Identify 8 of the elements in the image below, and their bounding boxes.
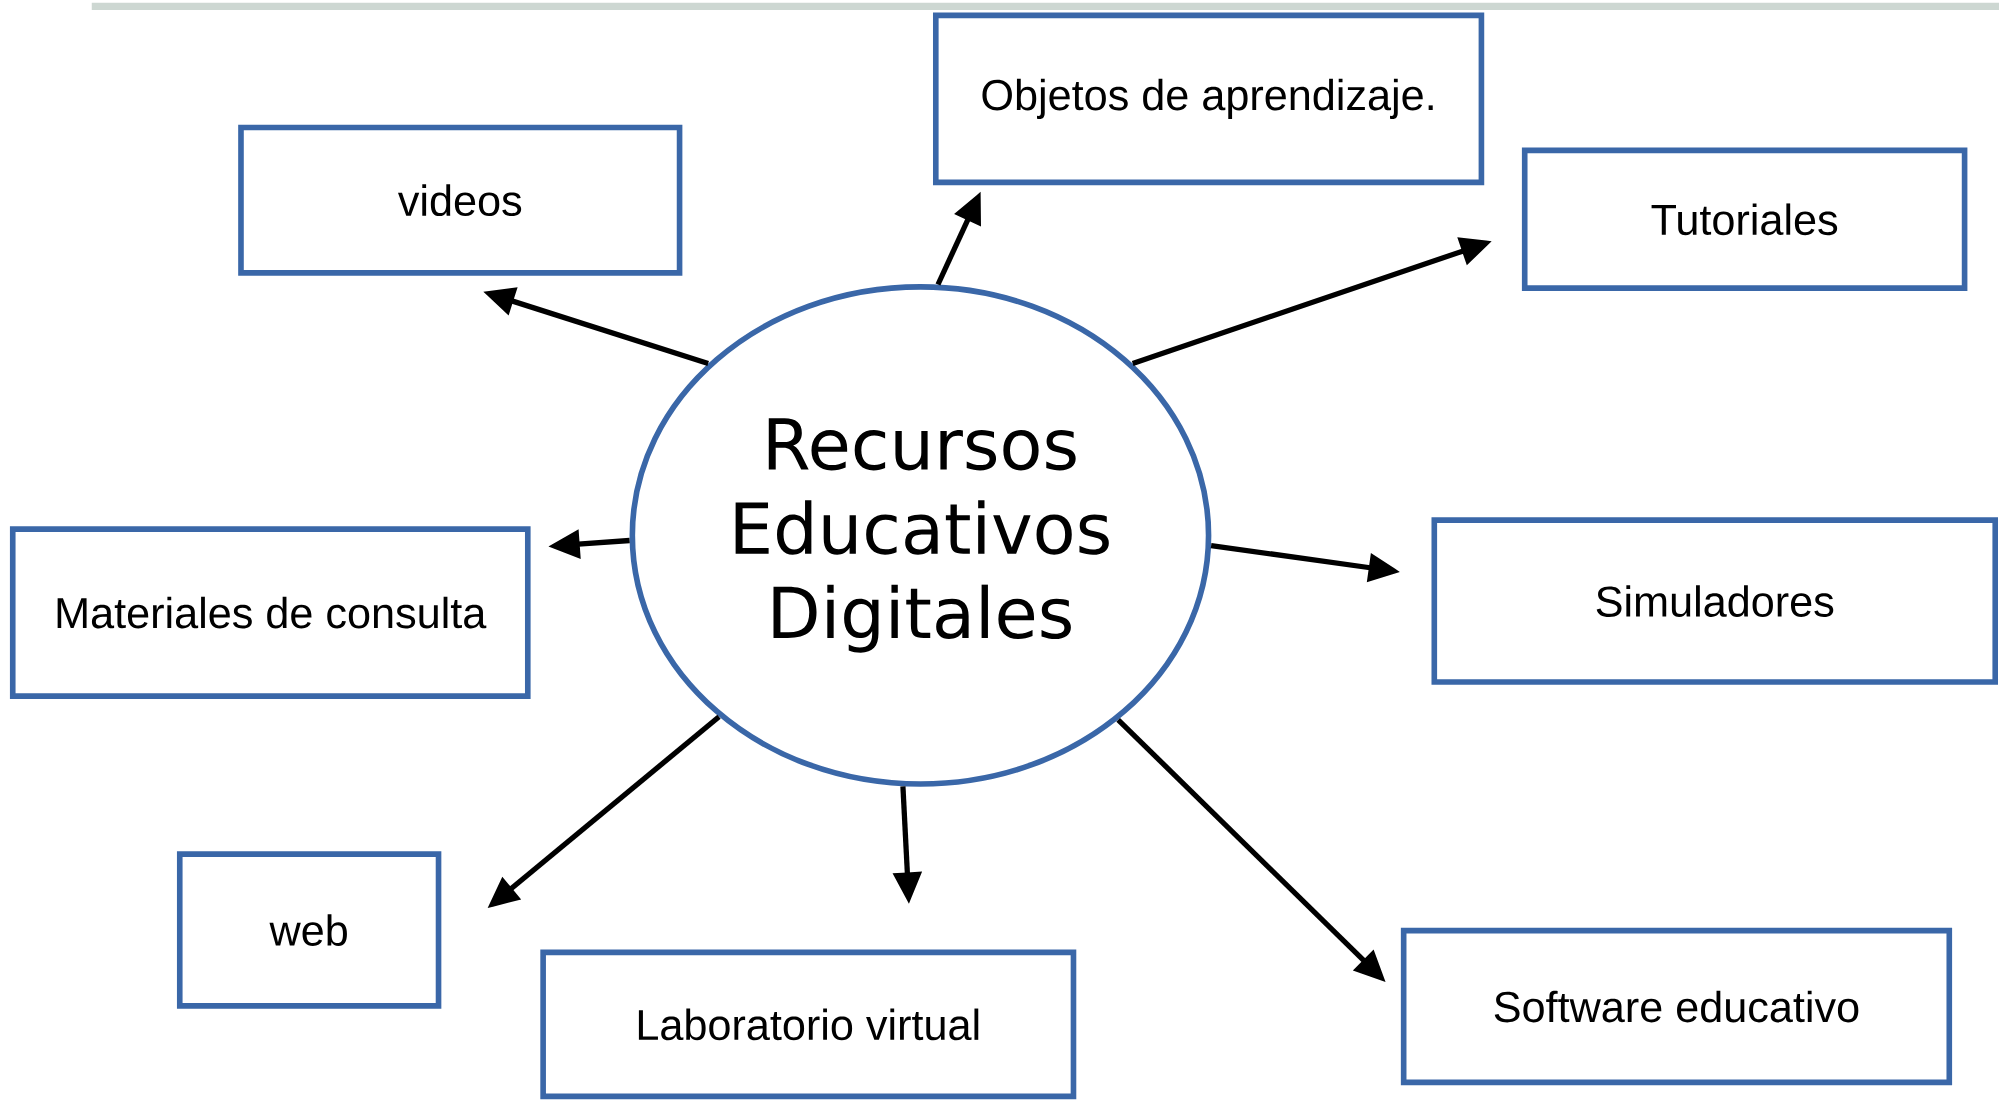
topic-box: Tutoriales	[1521, 147, 1968, 291]
topic-box: Objetos de aprendizaje.	[933, 12, 1485, 186]
topic-box: Laboratorio virtual	[540, 949, 1077, 1100]
topic-box: web	[176, 851, 442, 1009]
topic-box: Simuladores	[1431, 517, 1999, 685]
topic-box: Materiales de consulta	[9, 526, 531, 699]
topic-box: Software educativo	[1400, 927, 1953, 1086]
topic-box: videos	[238, 124, 683, 276]
